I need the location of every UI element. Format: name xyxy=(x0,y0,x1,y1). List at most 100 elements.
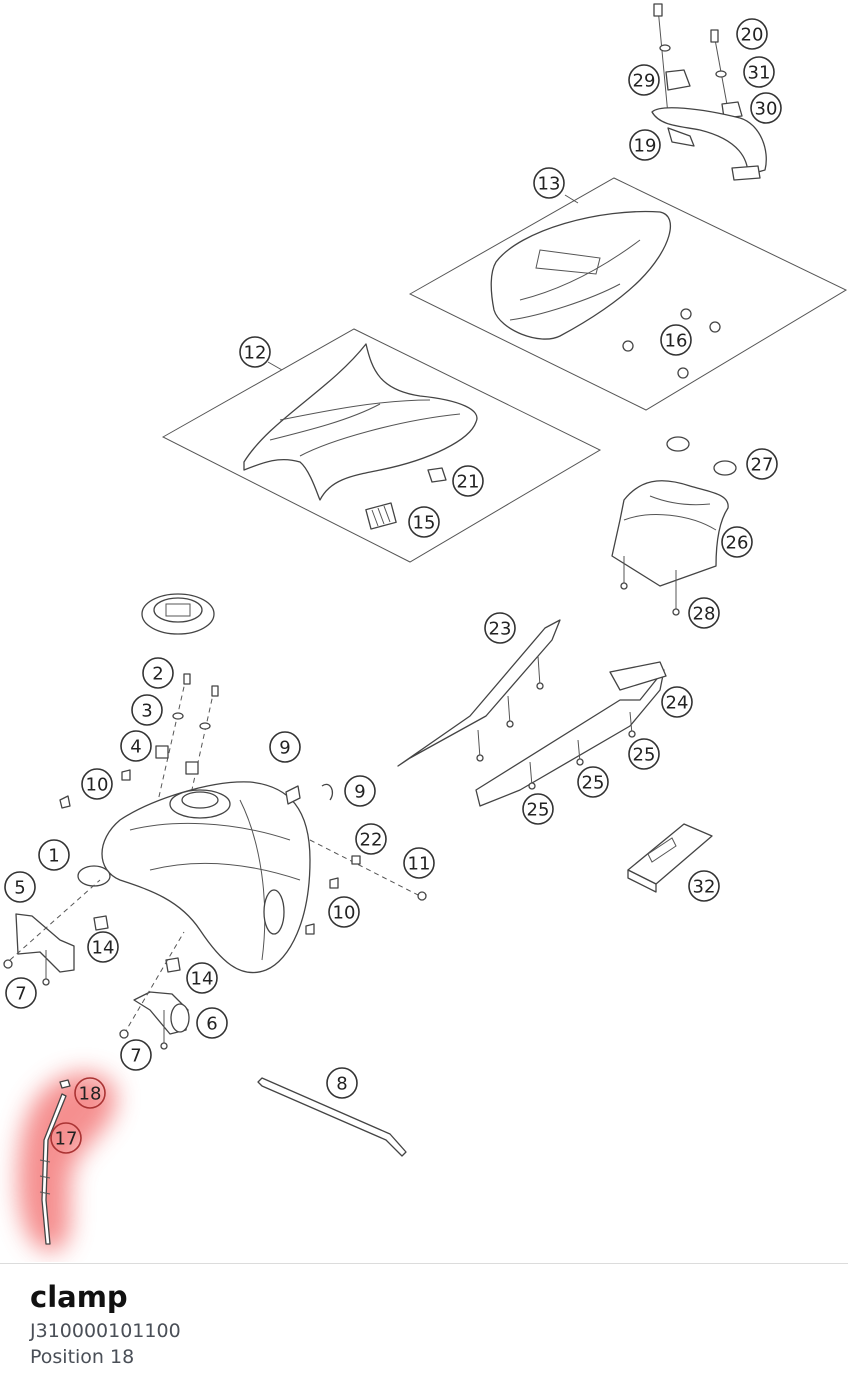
grab-handle-assembly[interactable] xyxy=(651,3,767,181)
callout-number: 25 xyxy=(582,773,605,794)
callout-19[interactable]: 19 xyxy=(629,129,661,161)
callout-circle xyxy=(50,1122,82,1154)
callout-6[interactable]: 6 xyxy=(196,1007,228,1039)
callout-number: 12 xyxy=(244,343,267,364)
callout-8[interactable]: 8 xyxy=(326,1067,358,1099)
callout-29[interactable]: 29 xyxy=(628,64,660,96)
callout-number: 5 xyxy=(14,878,25,899)
callout-7[interactable]: 7 xyxy=(5,977,37,1009)
callout-25[interactable]: 25 xyxy=(628,738,660,770)
callout-20[interactable]: 20 xyxy=(736,18,768,50)
callout-number: 8 xyxy=(336,1074,347,1095)
callout-circle xyxy=(120,730,152,762)
callout-circle xyxy=(628,738,660,770)
callout-circle xyxy=(484,612,516,644)
callout-circle xyxy=(355,823,387,855)
callout-5[interactable]: 5 xyxy=(4,871,36,903)
callout-22[interactable]: 22 xyxy=(355,823,387,855)
callout-number: 15 xyxy=(413,513,436,534)
callout-number: 1 xyxy=(48,846,59,867)
callout-circle xyxy=(743,56,775,88)
callout-12[interactable]: 12 xyxy=(239,336,271,368)
callout-number: 24 xyxy=(666,693,689,714)
fuel-filler-cap[interactable] xyxy=(141,593,215,635)
callout-21[interactable]: 21 xyxy=(452,465,484,497)
callout-number: 18 xyxy=(79,1084,102,1105)
callout-32[interactable]: 32 xyxy=(688,870,720,902)
callout-30[interactable]: 30 xyxy=(750,92,782,124)
tool-bag[interactable] xyxy=(627,823,713,893)
callout-10[interactable]: 10 xyxy=(81,768,113,800)
callout-circle xyxy=(38,839,70,871)
callout-9[interactable]: 9 xyxy=(269,731,301,763)
selected-part-fuel-hose-and-clamp[interactable] xyxy=(39,1079,71,1245)
callout-15[interactable]: 15 xyxy=(408,506,440,538)
callout-circle xyxy=(5,977,37,1009)
callout-25[interactable]: 25 xyxy=(577,766,609,798)
callout-14[interactable]: 14 xyxy=(186,962,218,994)
callout-circle xyxy=(688,870,720,902)
callout-16[interactable]: 16 xyxy=(660,324,692,356)
callout-number: 21 xyxy=(457,472,480,493)
tank-mounting-brackets[interactable] xyxy=(3,879,190,1050)
callout-17[interactable]: 17 xyxy=(50,1122,82,1154)
callout-circle xyxy=(344,775,376,807)
rear-subframe-covers[interactable] xyxy=(397,619,667,807)
callout-25[interactable]: 25 xyxy=(522,793,554,825)
callout-3[interactable]: 3 xyxy=(131,694,163,726)
rider-seat-kit[interactable] xyxy=(161,328,602,563)
callout-27[interactable]: 27 xyxy=(746,448,778,480)
callout-circle xyxy=(628,64,660,96)
callout-number: 17 xyxy=(55,1129,78,1150)
callout-number: 6 xyxy=(206,1014,217,1035)
passenger-seat-kit[interactable] xyxy=(408,177,848,411)
callout-23[interactable]: 23 xyxy=(484,612,516,644)
callout-number: 25 xyxy=(527,800,550,821)
callout-number: 11 xyxy=(408,854,431,875)
callout-7[interactable]: 7 xyxy=(120,1039,152,1071)
callout-circle xyxy=(533,167,565,199)
callout-circle xyxy=(736,18,768,50)
callout-1[interactable]: 1 xyxy=(38,839,70,871)
callout-number: 22 xyxy=(360,830,383,851)
callout-number: 26 xyxy=(726,533,749,554)
callout-26[interactable]: 26 xyxy=(721,526,753,558)
callout-circle xyxy=(408,506,440,538)
callout-4[interactable]: 4 xyxy=(120,730,152,762)
cover-bracket-assembly[interactable] xyxy=(611,436,737,616)
callout-10[interactable]: 10 xyxy=(328,896,360,928)
callout-11[interactable]: 11 xyxy=(403,847,435,879)
part-number: J310000101100 xyxy=(30,1320,181,1342)
divider xyxy=(0,1263,848,1264)
callout-14[interactable]: 14 xyxy=(87,931,119,963)
callout-number: 14 xyxy=(191,969,214,990)
callout-number: 10 xyxy=(333,903,356,924)
callout-13[interactable]: 13 xyxy=(533,167,565,199)
callout-31[interactable]: 31 xyxy=(743,56,775,88)
part-name: clamp xyxy=(30,1280,128,1314)
vent-hose[interactable] xyxy=(257,1077,407,1157)
callout-24[interactable]: 24 xyxy=(661,686,693,718)
callout-circle xyxy=(688,597,720,629)
callout-number: 2 xyxy=(152,664,163,685)
part-position: Position 18 xyxy=(30,1346,135,1368)
callout-circle xyxy=(186,962,218,994)
callout-number: 7 xyxy=(130,1046,141,1067)
callout-2[interactable]: 2 xyxy=(142,657,174,689)
callout-number: 3 xyxy=(141,701,152,722)
callout-circle xyxy=(131,694,163,726)
callout-28[interactable]: 28 xyxy=(688,597,720,629)
callout-number: 19 xyxy=(634,136,657,157)
callout-number: 28 xyxy=(693,604,716,625)
callout-18[interactable]: 18 xyxy=(74,1077,106,1109)
callout-number: 31 xyxy=(748,63,771,84)
callout-number: 20 xyxy=(741,25,764,46)
callout-circle xyxy=(4,871,36,903)
fuel-tank[interactable] xyxy=(59,673,427,974)
callout-circle xyxy=(577,766,609,798)
callout-circle xyxy=(746,448,778,480)
callout-9[interactable]: 9 xyxy=(344,775,376,807)
callout-circle xyxy=(74,1077,106,1109)
